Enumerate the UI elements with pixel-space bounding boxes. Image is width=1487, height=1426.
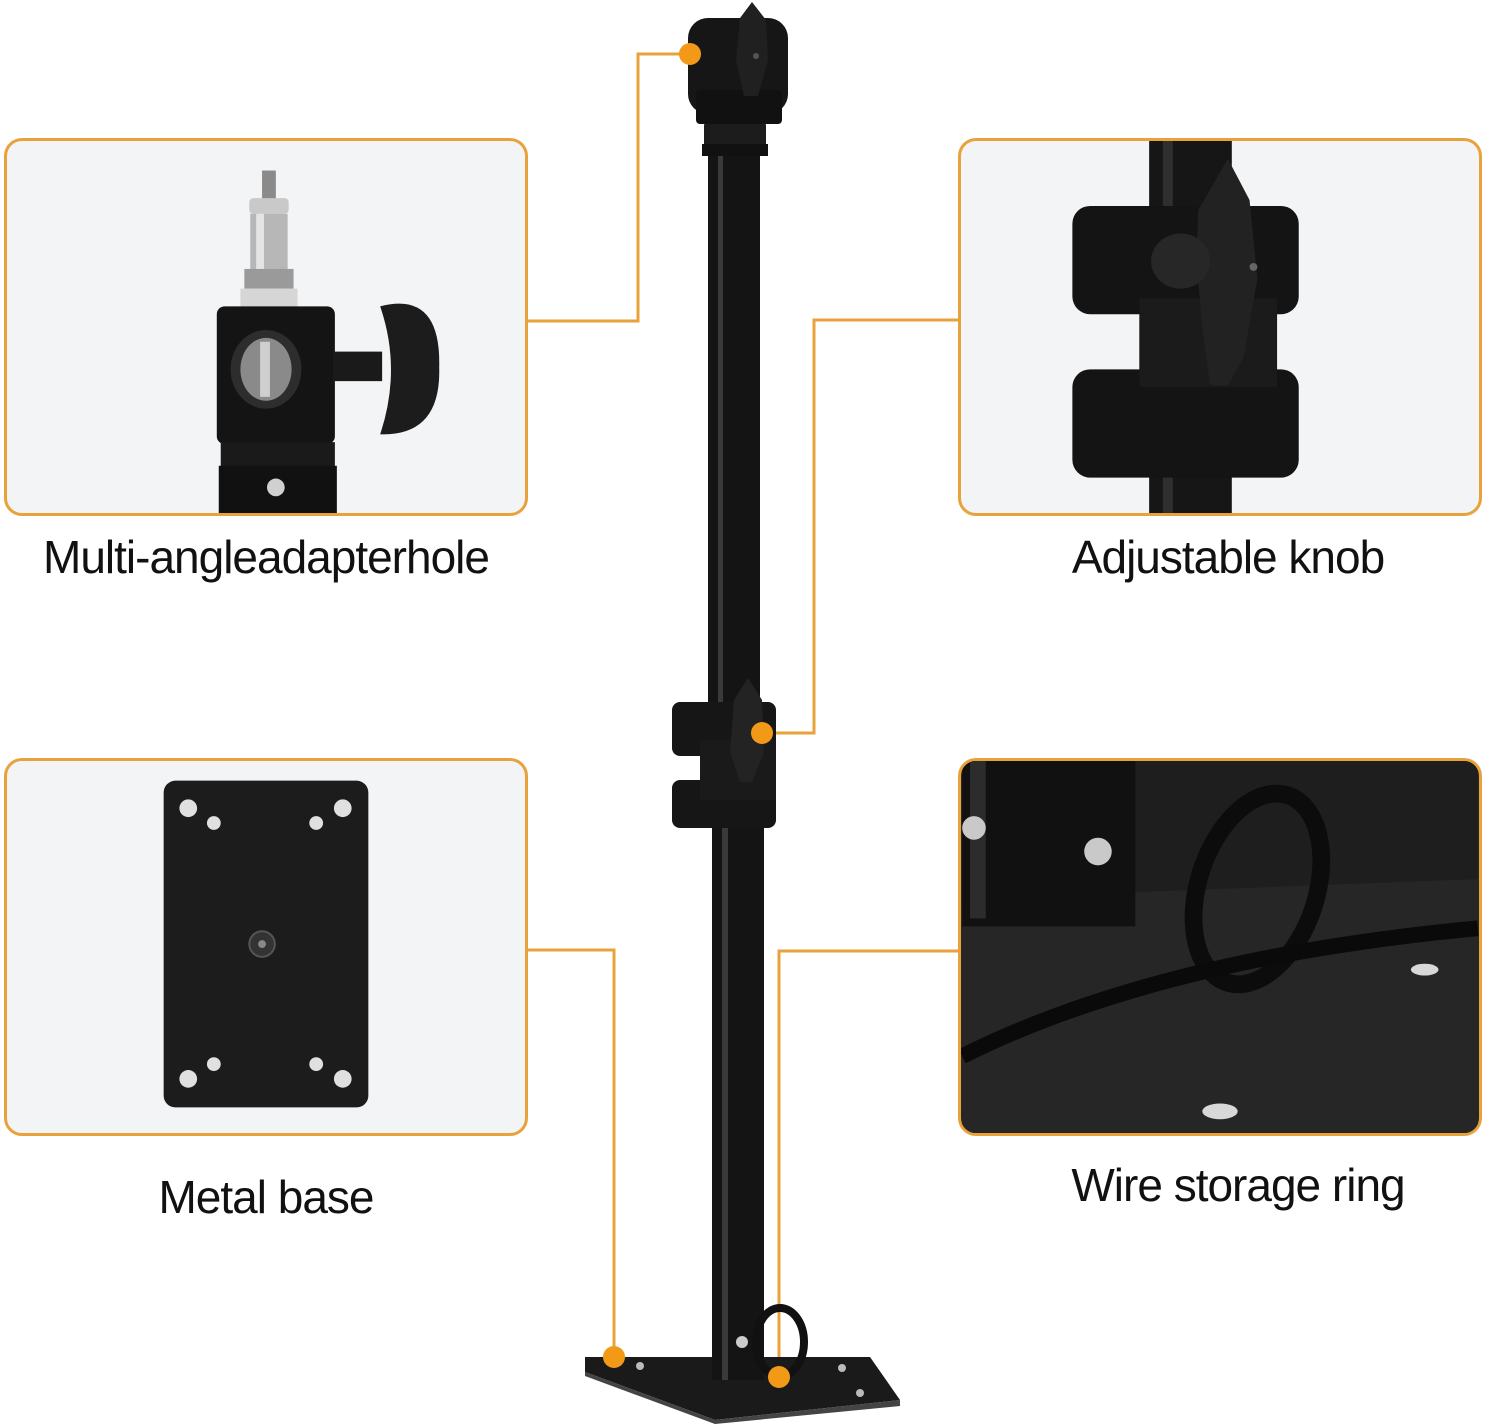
callout-dot-adapter [679, 43, 701, 65]
callout-line-knob [762, 318, 958, 735]
callout-line-ring [777, 949, 958, 1377]
caption-wire-storage-ring: Wire storage ring [1071, 1159, 1405, 1211]
base-plate [585, 1357, 900, 1420]
panel-adjustable-knob [958, 138, 1482, 516]
callout-lines [528, 52, 958, 1377]
pole-upper [708, 140, 760, 710]
panel-wire-storage-ring [958, 758, 1482, 1136]
callout-dot-base [603, 1346, 625, 1368]
callout-dot-knob [751, 722, 773, 744]
callout-line-adapter [528, 52, 690, 323]
adjustable-knob-image [1072, 141, 1299, 513]
panel-adapter-hole [4, 138, 528, 516]
callout-dot-ring [768, 1366, 790, 1388]
callout-line-base [528, 948, 616, 1357]
wire-storage-ring-image [961, 761, 1479, 1133]
pole-lower [712, 820, 764, 1380]
middle-clamp [672, 678, 776, 828]
caption-adapter-hole: Multi-angleadapterhole [43, 531, 490, 583]
caption-metal-base: Metal base [158, 1171, 374, 1223]
adapter-hole-image [216, 170, 440, 513]
panel-metal-base [4, 758, 528, 1136]
callout-dots [603, 43, 790, 1388]
metal-base-image [163, 780, 369, 1108]
caption-adjustable-knob: Adjustable knob [1071, 531, 1385, 583]
